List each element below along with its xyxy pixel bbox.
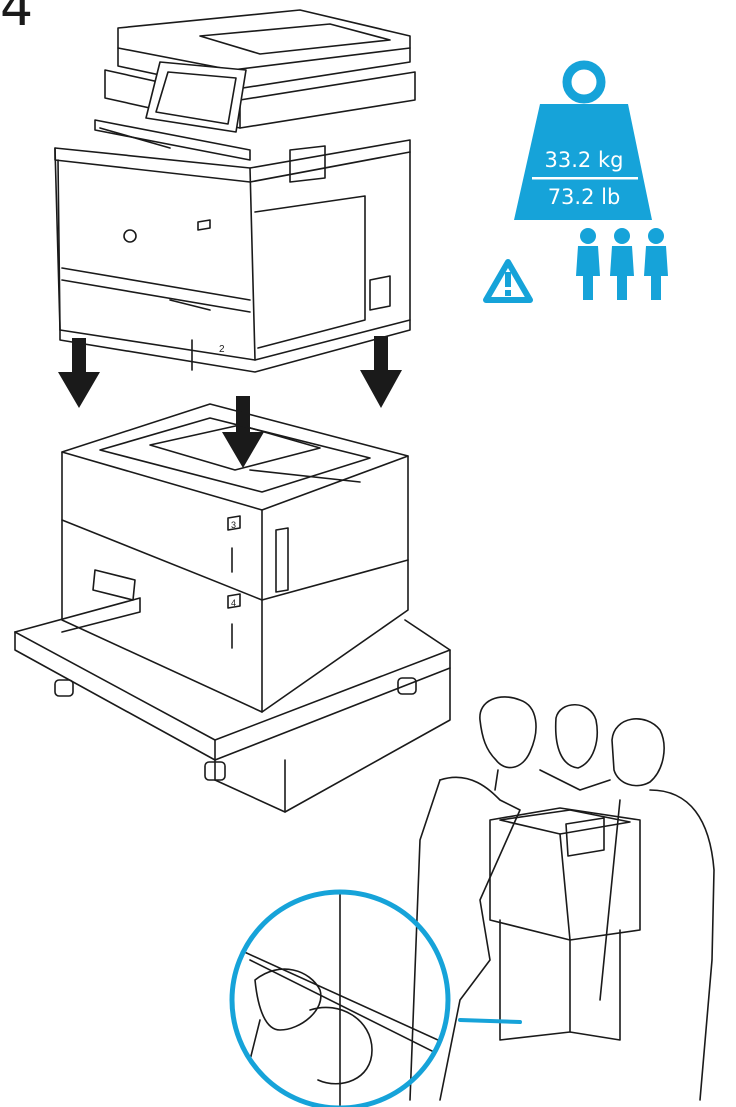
detail-callout	[230, 880, 470, 1107]
weight-kg-label: 33.2 kg	[514, 148, 654, 172]
people-lifting-drawing	[410, 697, 714, 1100]
warning-triangle-icon	[486, 262, 530, 300]
feeder-tray-label-3: 3	[231, 520, 236, 530]
feeder-tray-label-4: 4	[231, 598, 236, 608]
printer-tray-label: 2	[219, 344, 225, 355]
weight-lb-label: 73.2 lb	[514, 185, 654, 209]
callout-line	[460, 1020, 520, 1022]
printer-drawing: 2	[55, 10, 415, 372]
person-icon	[576, 228, 668, 300]
